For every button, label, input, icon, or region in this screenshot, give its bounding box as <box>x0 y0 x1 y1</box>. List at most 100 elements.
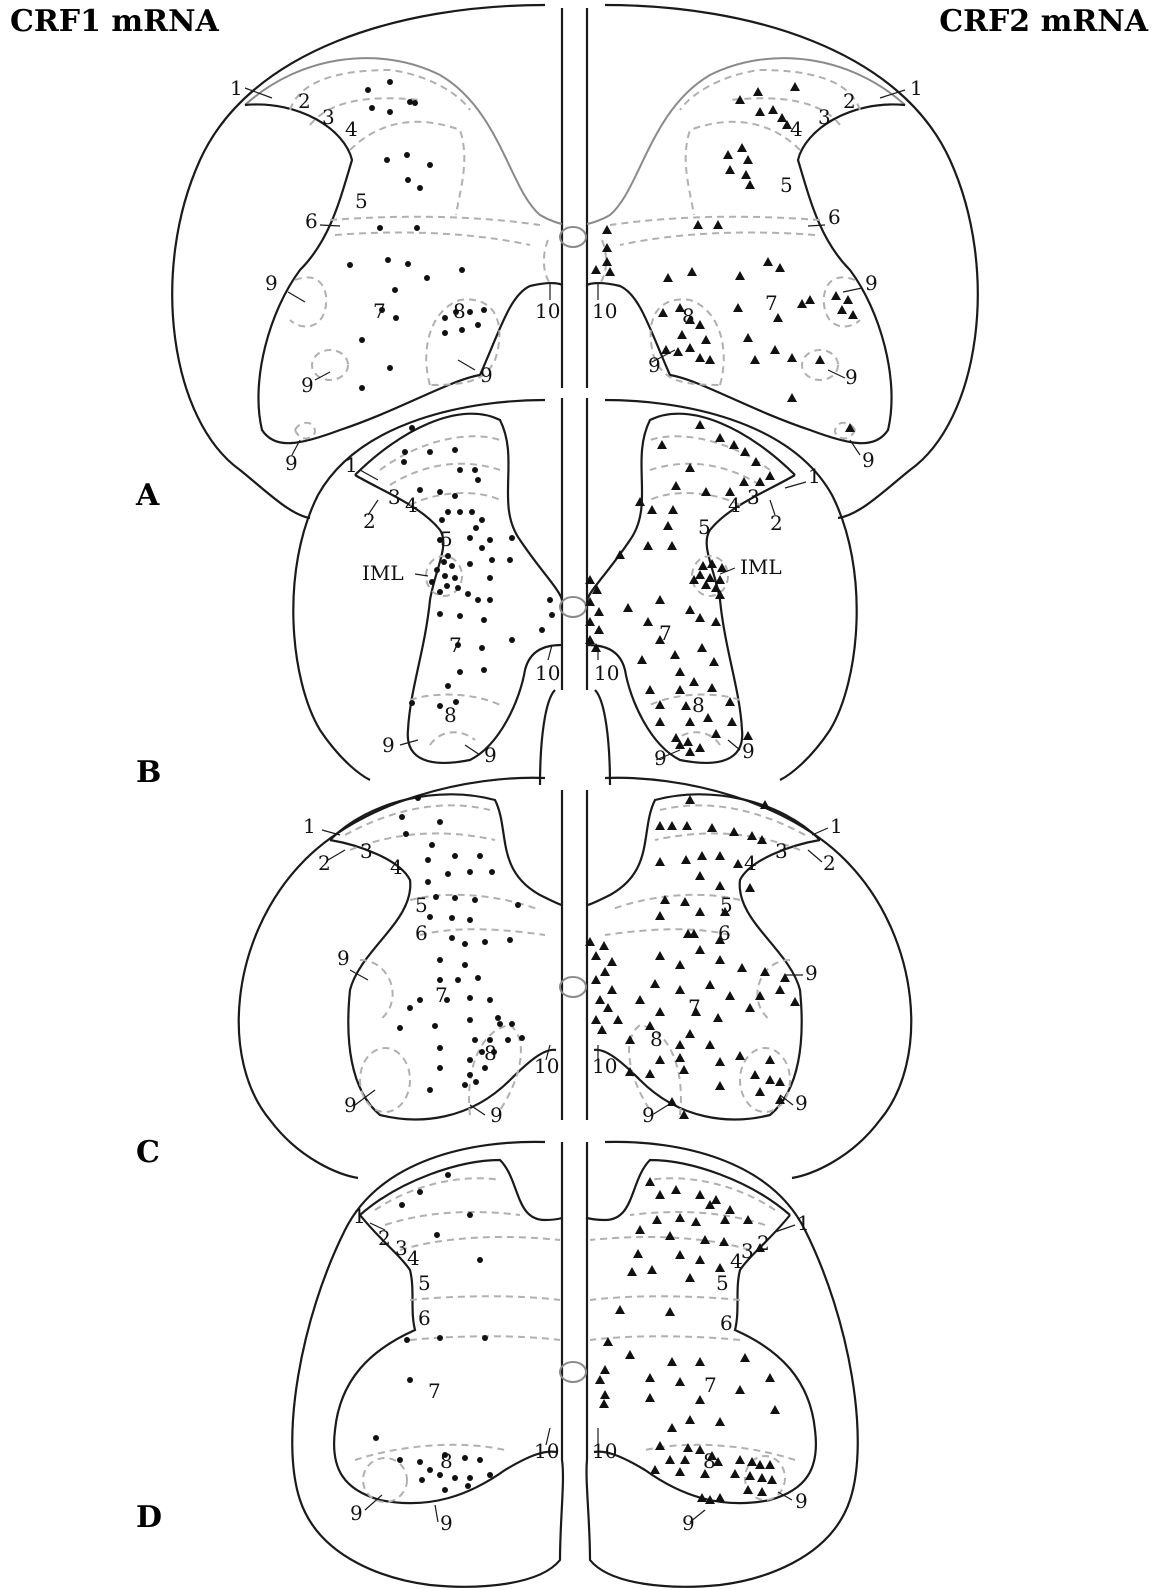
crf2-triangle <box>727 717 737 726</box>
lamina-label-right-d-5: 6 <box>720 1311 733 1335</box>
crf1-dot <box>442 330 448 336</box>
crf2-triangle <box>599 941 609 950</box>
lamina-label-right-a-11: 9 <box>862 448 875 472</box>
crf2-triangle <box>693 220 703 229</box>
crf1-dot <box>452 1475 458 1481</box>
lamina-label-left-c-5: 6 <box>415 921 428 945</box>
lamina-label-left-b-5: IML <box>362 561 404 585</box>
crf2-triangle <box>667 1357 677 1366</box>
crf2-triangle <box>600 1390 610 1399</box>
crf2-triangle <box>695 353 705 362</box>
crf1-dot <box>417 1459 423 1465</box>
lamina-label-left-a-2: 3 <box>322 105 335 129</box>
crf2-triangle <box>770 345 780 354</box>
lamina-label-left-d-6: 7 <box>428 1379 441 1403</box>
crf2-triangle <box>705 355 715 364</box>
crf1-dot <box>404 1337 410 1343</box>
crf1-dot <box>472 897 478 903</box>
crf1-dot <box>399 814 405 820</box>
lamina-label-left-a-9: 9 <box>301 373 314 397</box>
lamina-label-left-d-2: 3 <box>395 1236 408 1260</box>
crf1-dot <box>452 895 458 901</box>
crf1-dot <box>477 1457 483 1463</box>
crf2-triangle <box>701 335 711 344</box>
lamina-label-right-d-4: 5 <box>716 1271 729 1295</box>
crf2-triangle <box>707 823 717 832</box>
crf1-dot <box>404 152 410 158</box>
label-leader-line <box>320 225 340 226</box>
crf2-triangle <box>733 303 743 312</box>
crf1-dot <box>539 627 545 633</box>
crf2-triangle <box>595 995 605 1004</box>
crf1-dot <box>442 315 448 321</box>
label-leader-line <box>812 828 828 835</box>
crf1-dot <box>441 559 447 565</box>
crf1-dot <box>465 591 471 597</box>
crf1-dot <box>475 322 481 328</box>
crf1-dot <box>482 939 488 945</box>
crf1-dot <box>467 535 473 541</box>
lamina-label-right-b-3: 4 <box>728 493 741 517</box>
lamina-label-right-b-2: 3 <box>747 485 760 509</box>
crf1-dot <box>475 477 481 483</box>
crf2-triangle <box>765 1055 775 1064</box>
lamina-label-left-a-12: 10 <box>535 299 560 323</box>
crf1-dot <box>481 667 487 673</box>
lamina-label-right-a-0: 1 <box>910 76 923 100</box>
crf2-triangle <box>667 1423 677 1432</box>
crf2-triangle <box>695 743 705 752</box>
crf2-triangle <box>655 1007 665 1016</box>
crf1-dot <box>507 937 513 943</box>
crf1-dot <box>467 917 473 923</box>
crf2-triangle <box>713 1013 723 1022</box>
crf1-dot <box>449 563 455 569</box>
crf2-triangle <box>655 821 665 830</box>
crf1-dot <box>377 225 383 231</box>
crf2-triangle <box>607 985 617 994</box>
crf2-triangle <box>680 897 690 906</box>
crf1-dot <box>453 699 459 705</box>
crf2-triangle <box>735 1385 745 1394</box>
crf2-triangle <box>715 1263 725 1272</box>
crf1-dot <box>437 1472 443 1478</box>
crf1-dot <box>393 315 399 321</box>
lamina-label-left-c-6: 7 <box>435 983 448 1007</box>
lamina-label-left-b-7: 8 <box>444 703 457 727</box>
lamina-label-right-b-0: 1 <box>808 464 821 488</box>
crf2-triangle <box>815 355 825 364</box>
label-leader-line <box>355 1090 375 1105</box>
lamina-label-left-d-1: 2 <box>378 1226 391 1250</box>
crf2-triangle <box>591 975 601 984</box>
section-b <box>293 400 856 785</box>
lamina-label-right-c-11: 10 <box>592 1054 617 1078</box>
lamina-labels: 123456789999101234567899991012345IML7899… <box>230 76 923 1535</box>
crf2-triangle <box>603 1003 613 1012</box>
crf1-dot <box>455 977 461 983</box>
crf1-dot <box>477 1257 483 1263</box>
crf2-triangle <box>687 267 697 276</box>
crf2-triangle <box>743 1485 753 1494</box>
crf1-dot <box>487 537 493 543</box>
crf2-triangle <box>675 1213 685 1222</box>
crf2-triangle <box>751 457 761 466</box>
crf2-triangle <box>677 330 687 339</box>
crf2-triangle <box>775 263 785 272</box>
crf1-dot <box>442 1487 448 1493</box>
crf1-dot <box>429 842 435 848</box>
crf1-dot <box>407 99 413 105</box>
crf2-triangle <box>655 857 665 866</box>
crf2-triangle <box>711 583 721 592</box>
crf2-triangle <box>661 345 671 354</box>
crf2-triangle <box>685 605 695 614</box>
crf1-dot <box>475 597 481 603</box>
crf2-triangle <box>647 1265 657 1274</box>
crf2-triangle <box>760 967 770 976</box>
crf1-dot <box>407 1005 413 1011</box>
crf2-triangle <box>695 320 705 329</box>
crf2-triangle <box>637 655 647 664</box>
crf1-dot <box>459 327 465 333</box>
lamina-label-right-d-3: 4 <box>730 1249 743 1273</box>
lamina-label-right-a-6: 7 <box>765 291 778 315</box>
crf1-dot <box>465 1483 471 1489</box>
